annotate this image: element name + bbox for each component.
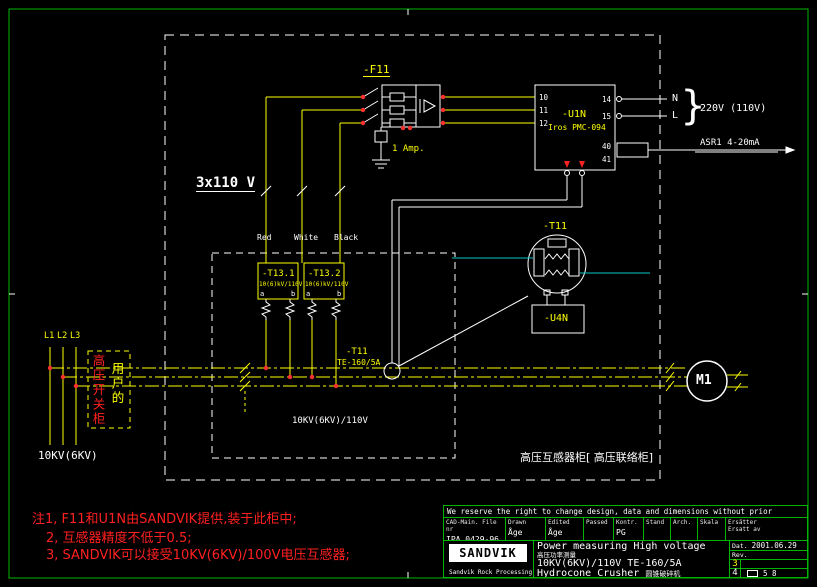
user-cabinet-name: 高压开关柜 [90,354,106,427]
bus-lines [49,347,748,445]
phase-l2-label: L2 [57,331,68,341]
cell-arch: Arch. [671,518,698,540]
drawing-product: Hydrocone Crusher 圆锥破碎机 [537,568,681,578]
drawing-title-cn: 高压功率测量 [537,551,576,559]
ct-model-label: TE-160/5A [337,358,381,367]
motor-circle [686,360,728,402]
cell-file-nr: CAD-Main. File nr IPA.0429-96 [444,518,506,540]
brace-glyph: } [681,83,706,129]
vt2-term-a: a [306,290,311,298]
cell-drawn: Drawn Åge [506,518,546,540]
ct-ref-label: -T11 [346,347,368,357]
ct-unit-label: -U4N [544,313,569,324]
meter-term-15: 15 [602,112,612,121]
drawing-title-en: Power measuring High voltage [537,541,706,552]
vt1-ref-label: -T13.1 [262,269,295,279]
cell-edited: Edited Åge [546,518,584,540]
drawing-title-cell: Power measuring High voltage 高压功率测量 10KV… [534,541,730,577]
wire-white-label: White [294,233,319,242]
line-label: L [672,110,679,121]
note-2: 2, 互感器精度不低于0.5; [46,531,192,546]
meter-term-14: 14 [602,95,612,104]
cabinet-outline-vt [211,252,456,459]
note-1: 注1, F11和U1N由SANDVIK提供,装于此柜中; [32,512,297,527]
wire-red-label: Red [257,233,272,242]
meter-group [391,84,796,366]
date-value: 2001.06.29 [751,541,797,550]
date-row: Dat. 2001.06.29 [730,541,807,551]
meter-term-12: 12 [539,119,549,128]
cell-skala: Skala [698,518,726,540]
sandvik-logo: SANDVIK [449,544,527,562]
meter-term-40: 40 [602,142,612,151]
incoming-voltage-label: 10KV(6KV) [38,449,98,462]
rev-row: Rev. [730,551,807,560]
junction-dots [47,94,446,389]
projection-icon [747,569,758,577]
meter-model-label: Iros PMC-094 [548,123,606,132]
meter-term-11: 11 [539,106,549,115]
fuse-ref-label: -F11 [363,63,390,77]
disclaimer-text: We reserve the right to change design, d… [444,506,807,518]
cell-stand: Stand [644,518,671,540]
vt1-ratio-label: 10(6)kV/110V [259,281,303,288]
motor-label: M1 [696,373,712,388]
vt1-term-a: a [260,290,265,298]
supply-out-label: 220V (110V) [700,103,767,114]
fuse-rating-label: 1 Amp. [392,144,425,154]
vt2-ref-label: -T13.2 [308,269,341,279]
analog-out-label: ASR1 4-20mA [700,138,760,148]
note-3: 3, SANDVIK可以接受10KV(6KV)/100V电压互感器; [46,548,350,563]
drawing-product-cn: 圆锥破碎机 [645,570,681,577]
rev-number-row: 3 [730,559,807,569]
meter-term-41: 41 [602,155,612,164]
title-block: We reserve the right to change design, d… [443,505,808,578]
fold-marks [9,9,808,578]
rev-number: 3 [730,559,741,569]
date-label: Dat. [732,541,748,550]
secondary-bus-label: 3x110 V [196,175,256,192]
meter-ref-label: -U1N [562,109,587,120]
vt2-ratio-label: 10(6)kV/110V [305,281,349,288]
sheet-info: 5 8 [763,568,777,578]
sheet-number: 4 [730,568,741,578]
cell-kontr: Kontr. PG [614,518,644,540]
cabinet-outline-user [87,350,131,429]
vt1-term-b: b [291,290,296,298]
ct-detail-group [383,234,650,380]
phase-l3-label: L3 [70,331,81,341]
vt-cabinet-ratio-label: 10KV(6KV)/110V [292,416,368,426]
title-block-header-row: CAD-Main. File nr IPA.0429-96 Drawn Åge … [444,518,807,541]
vt2-term-b: b [337,290,342,298]
sheet-row: 4 5 8 [730,568,807,578]
user-cabinet-owner: 用户的 [109,362,125,406]
cell-ersatter: Ersätter Ersatt av [728,519,761,533]
rev-label: Rev. [732,551,748,559]
cell-passed: Passed [584,518,614,540]
cabinet-outline-main [164,34,661,481]
wire-black-label: Black [334,233,359,242]
logo-cell: SANDVIK Sandvik Rock Processing [444,541,534,577]
logo-subtext: Sandvik Rock Processing [449,569,533,576]
revision-cell: Dat. 2001.06.29 Rev. 3 4 5 8 [730,541,807,578]
vt-group [257,96,363,386]
meter-term-10: 10 [539,93,549,102]
drawing-spec: 10KV(6KV)/110V TE-160/5A [537,558,682,569]
neutral-label: N [672,93,679,104]
title-block-main-row: SANDVIK Sandvik Rock Processing Power me… [444,541,807,578]
phase-l1-label: L1 [44,331,55,341]
ct-detail-ref-label: -T11 [543,221,568,232]
cabinet-name-label: 高压互感器柜[ 高压联络柜] [520,451,654,464]
fuse-group [362,84,535,169]
